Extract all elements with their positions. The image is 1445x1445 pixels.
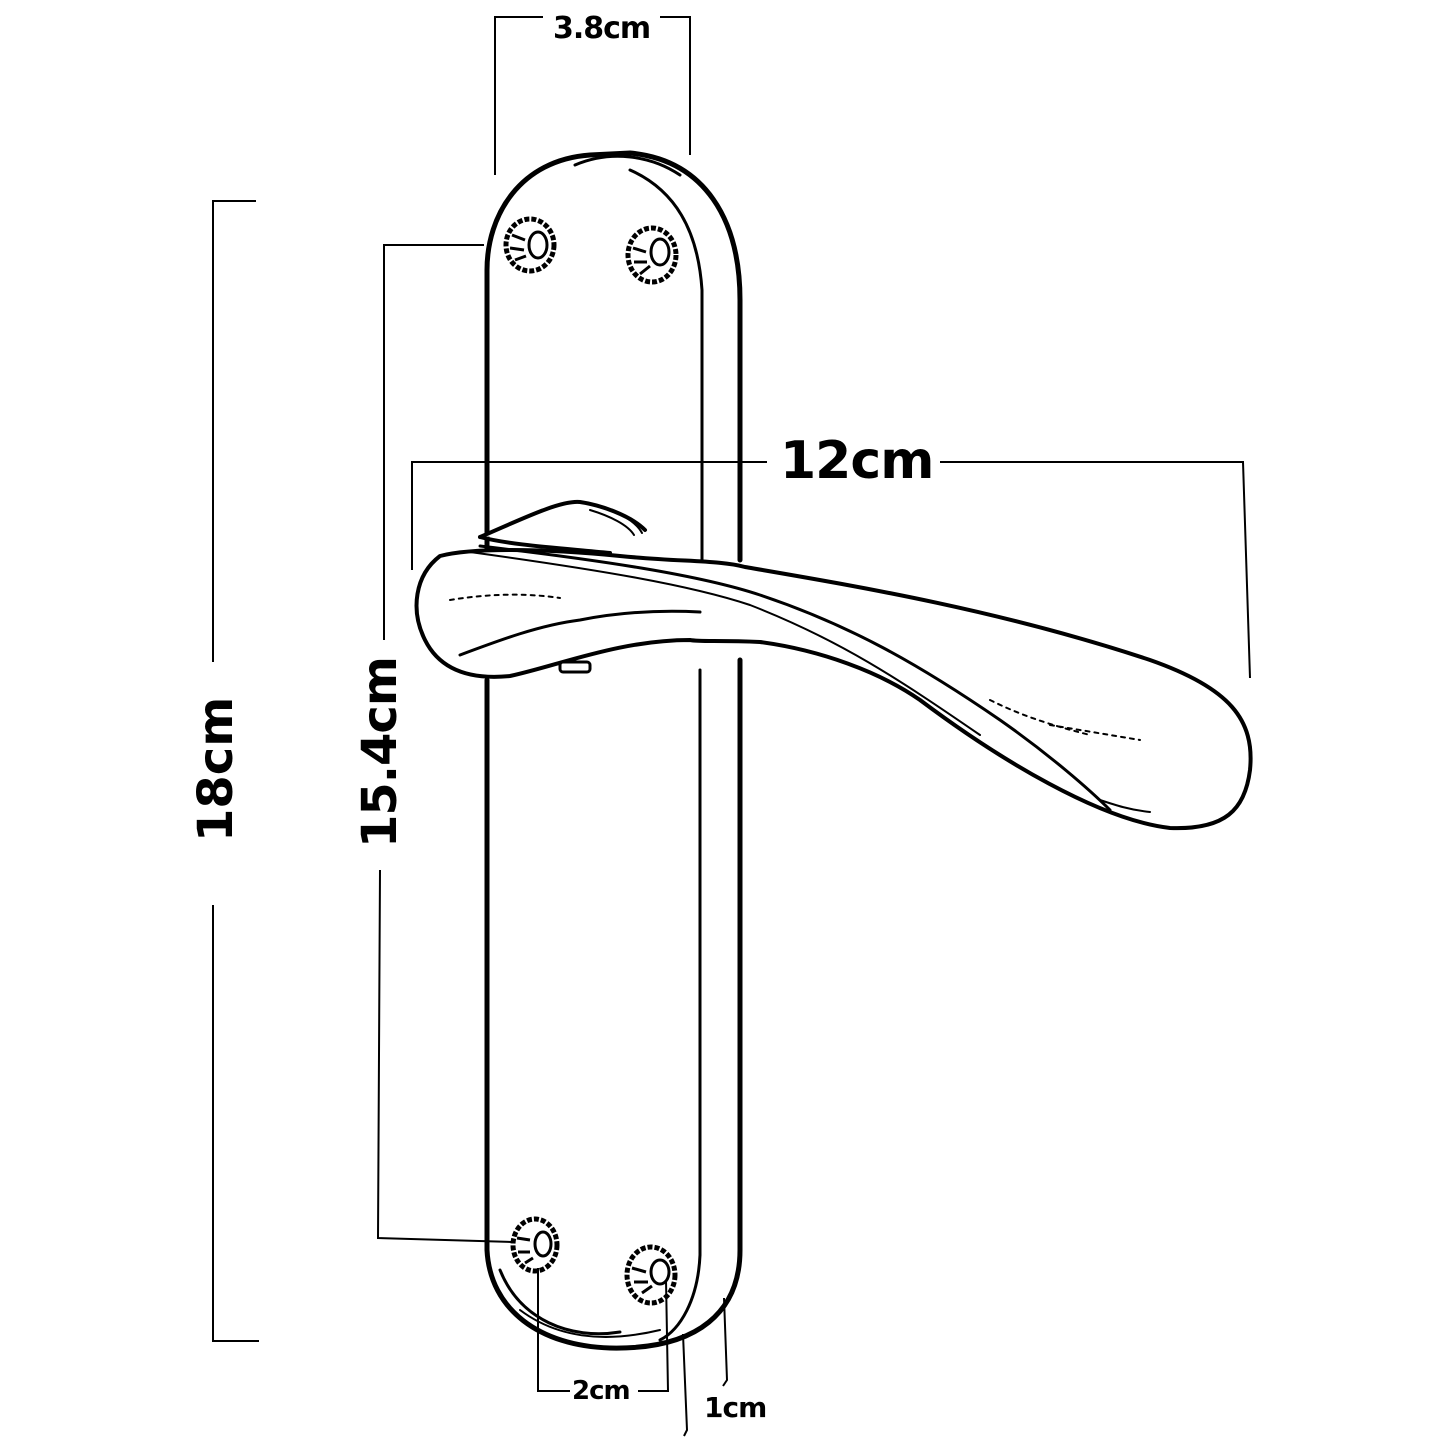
dim-backplate-width-label: 3.8cm (553, 11, 651, 46)
dim-lever-projection-line (411, 461, 1251, 679)
backplate-outer-edge (484, 150, 743, 1351)
dim-screw-vertical-line (376, 244, 513, 1243)
dim-screw-horizontal-label: 2cm (572, 1376, 631, 1406)
dim-backplate-width-line (494, 16, 691, 175)
screw-bottom-right-icon (624, 1244, 678, 1306)
backplate (484, 150, 743, 1351)
screws (503, 216, 679, 1306)
dim-thickness-line-left (682, 1333, 689, 1437)
dim-backplate-height-line (212, 200, 259, 1342)
lever-sweep-line-2 (469, 551, 981, 736)
dim-thickness-line-right (722, 1297, 729, 1387)
lever-tail-detail (1099, 799, 1151, 813)
dim-screw-vertical-label: 15.4cm (352, 657, 408, 848)
dim-screw-horizontal-line (537, 1268, 670, 1392)
lever-lower-lobe (458, 609, 702, 657)
dim-backplate-height-label: 18cm (188, 696, 244, 842)
lever-texture (449, 593, 1141, 741)
dimension-lines (212, 16, 1251, 1437)
lever-body (414, 548, 1253, 831)
dim-thickness-label: 1cm (704, 1391, 767, 1424)
lever-rose-fin (478, 499, 647, 555)
dim-lever-projection-label: 12cm (780, 431, 934, 491)
backplate-bevel (498, 168, 704, 1342)
lever (414, 499, 1253, 831)
screw-bottom-left-icon (510, 1216, 560, 1274)
lever-notch (558, 660, 592, 674)
screw-top-right-icon (625, 225, 679, 285)
backplate-bottom-highlight (519, 1309, 661, 1338)
backplate-top-highlight (573, 154, 682, 177)
screw-top-left-icon (503, 216, 557, 274)
lever-fin-detail (589, 504, 643, 536)
lever-sweep-line-1 (478, 544, 1112, 812)
